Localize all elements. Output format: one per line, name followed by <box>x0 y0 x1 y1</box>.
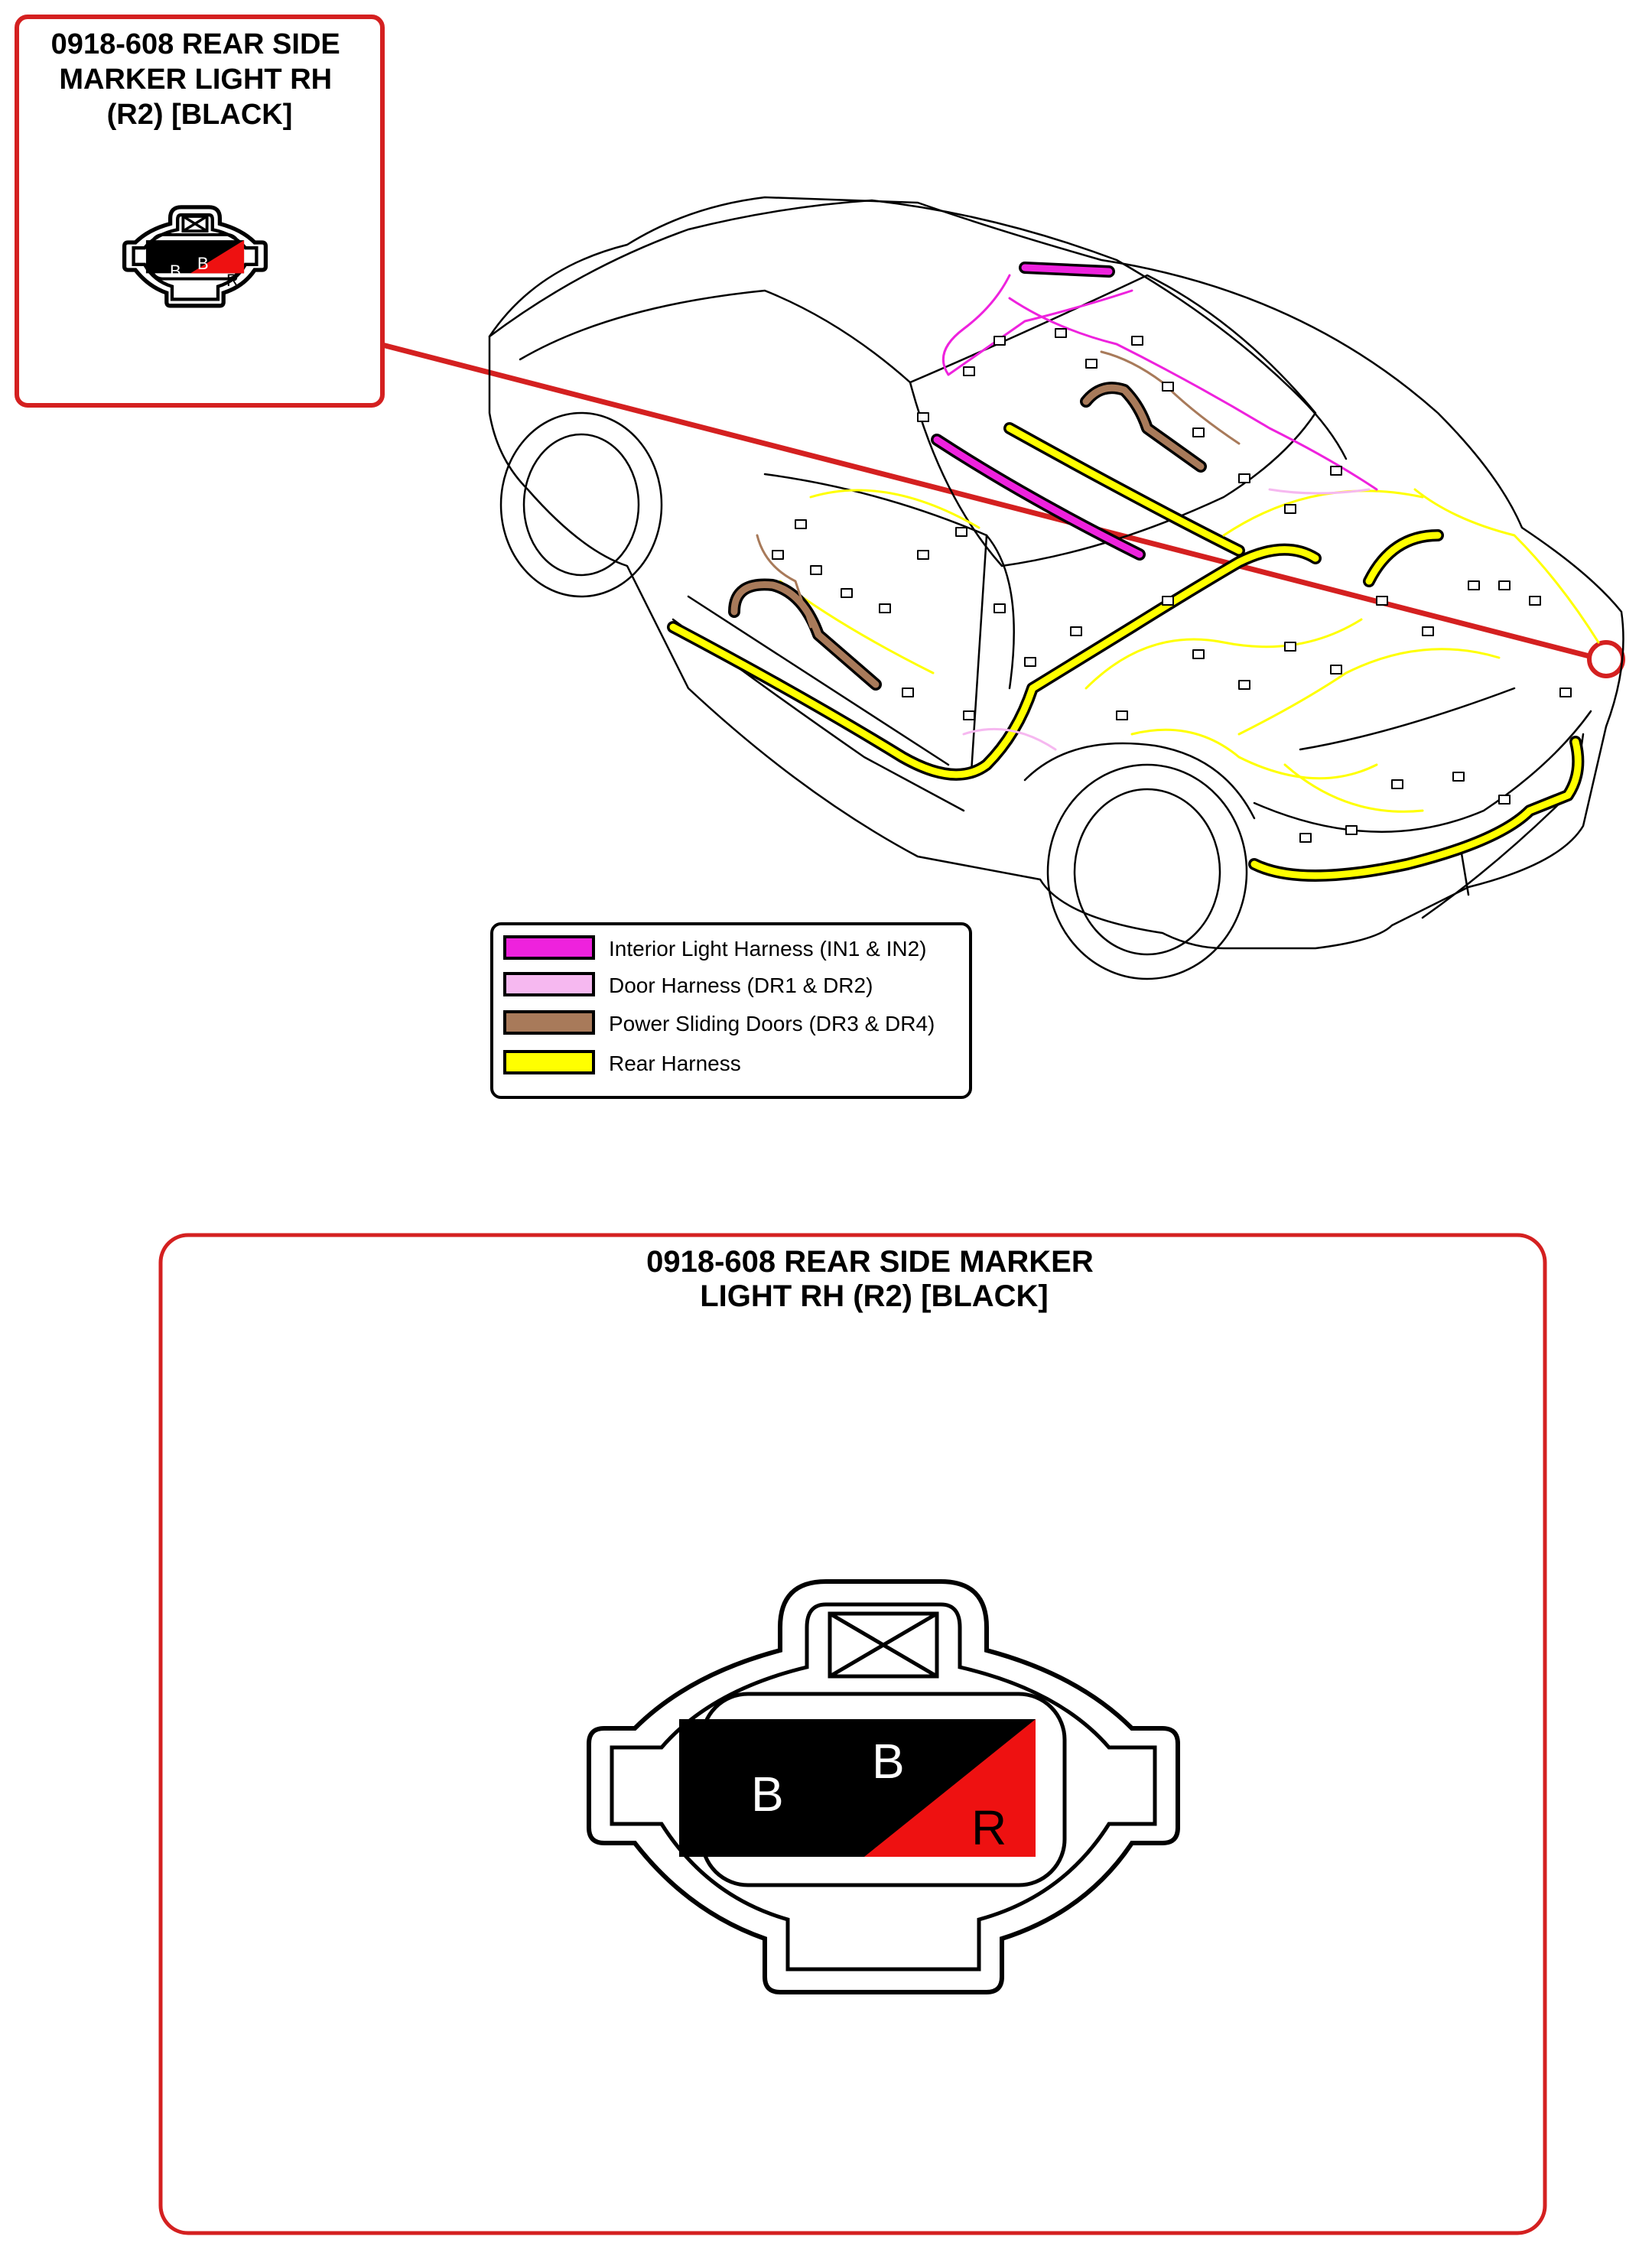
legend-item-power-sliding-doors: Power Sliding Doors (DR3 & DR4) <box>503 1010 935 1035</box>
legend-item-rear-harness: Rear Harness <box>503 1050 741 1075</box>
inset-title-line-3: (R2) [BLACK] <box>107 99 293 131</box>
legend-label-interior-light: Interior Light Harness (IN1 & IN2) <box>609 937 927 961</box>
detail-pin-red <box>864 1719 1036 1857</box>
harness-group <box>667 262 1600 882</box>
detail-panel: 0918-608 REAR SIDE MARKER LIGHT RH (R2) … <box>158 1233 1547 2235</box>
detail-pin-1: B <box>751 1767 784 1822</box>
detail-latch <box>828 1611 939 1679</box>
detail-title-line-1: 0918-608 REAR SIDE MARKER <box>646 1245 1094 1279</box>
legend-swatch-power-sliding-doors <box>503 1010 595 1035</box>
legend-item-door-harness: Door Harness (DR1 & DR2) <box>503 972 873 997</box>
inset-title-line-1: 0918-608 REAR SIDE <box>51 28 340 60</box>
legend-swatch-rear-harness <box>503 1050 595 1074</box>
car-body-outline <box>488 196 1624 950</box>
legend-item-interior-light: Interior Light Harness (IN1 & IN2) <box>503 935 927 961</box>
vehicle-wiring-illustration <box>488 196 1624 980</box>
inset-pin-2: B <box>197 254 209 273</box>
detail-pin-3: R <box>971 1800 1006 1855</box>
detail-title-line-2: LIGHT RH (R2) [BLACK] <box>700 1279 1049 1313</box>
inset-title: 0918-608 REAR SIDE MARKER LIGHT RH (R2) … <box>51 28 349 131</box>
inset-panel: 0918-608 REAR SIDE MARKER LIGHT RH (R2) … <box>15 15 385 408</box>
inset-pin-3: R <box>226 271 239 290</box>
callout-leader-line <box>382 342 1590 659</box>
harness-legend: Interior Light Harness (IN1 & IN2) Door … <box>490 922 972 1099</box>
legend-label-door-harness: Door Harness (DR1 & DR2) <box>609 974 873 997</box>
detail-connector-face <box>587 1579 1180 1994</box>
power-sliding-door-harness <box>728 350 1241 691</box>
connector-markers <box>772 328 1572 843</box>
door-harness <box>962 488 1371 751</box>
rear-wheel <box>1023 742 1256 980</box>
legend-swatch-door-harness <box>503 972 595 996</box>
car-roof <box>488 199 1348 460</box>
inset-connector-icon <box>122 205 268 308</box>
legend-swatch-interior-light <box>503 935 595 960</box>
detail-connector-inner-housing <box>610 1602 1157 1972</box>
legend-label-rear-harness: Rear Harness <box>609 1052 741 1075</box>
inset-pin-1: B <box>170 262 181 281</box>
legend-frame <box>490 922 972 1099</box>
car-windshield <box>519 289 912 384</box>
detail-title: 0918-608 REAR SIDE MARKER LIGHT RH (R2) … <box>646 1245 1102 1313</box>
detail-pin-2: B <box>872 1734 905 1789</box>
interior-light-harness <box>931 262 1378 561</box>
legend-label-power-sliding-doors: Power Sliding Doors (DR3 & DR4) <box>609 1012 935 1035</box>
rear-harness <box>667 422 1600 882</box>
inset-title-line-2: MARKER LIGHT RH <box>59 63 332 96</box>
callout-target-circle <box>1587 640 1625 678</box>
front-wheel <box>499 411 663 598</box>
